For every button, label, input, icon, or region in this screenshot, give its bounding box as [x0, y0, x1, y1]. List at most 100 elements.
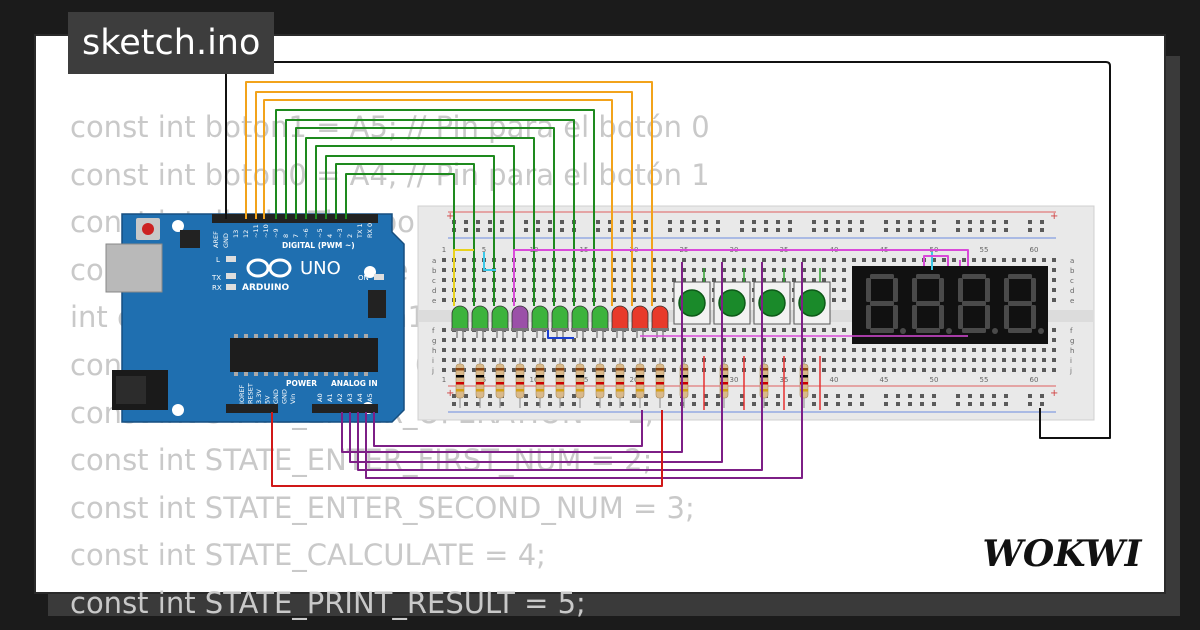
rail-hole — [692, 228, 696, 232]
pin-label-digital: 7 — [292, 234, 300, 238]
rail-hole — [752, 228, 756, 232]
breadboard-hole — [622, 268, 626, 272]
wokwi-logo-text: WOKWI — [982, 533, 1142, 575]
rail-hole — [1004, 228, 1008, 232]
rail-hole — [608, 228, 612, 232]
breadboard-hole — [762, 338, 766, 342]
chip-pin — [314, 334, 318, 338]
wire-green — [345, 173, 455, 306]
breadboard-hole — [892, 258, 896, 262]
led-green[interactable] — [591, 305, 609, 331]
power-header — [226, 404, 278, 413]
led-purple[interactable] — [511, 305, 529, 331]
breadboard-hole — [522, 348, 526, 352]
pushbutton[interactable] — [758, 289, 786, 317]
rail-hole — [620, 402, 624, 406]
breadboard-hole — [982, 368, 986, 372]
breadboard-hole — [802, 258, 806, 262]
breadboard-hole — [992, 368, 996, 372]
pin-label-digital: ~3 — [336, 228, 344, 238]
led-green[interactable] — [451, 305, 469, 331]
column-number: 30 — [730, 376, 739, 384]
rail-hole — [632, 220, 636, 224]
led-rim — [531, 328, 549, 331]
rail-hole — [452, 394, 456, 398]
rail-hole — [956, 220, 960, 224]
led-green[interactable] — [531, 305, 549, 331]
led-green[interactable] — [551, 305, 569, 331]
breadboard-hole — [822, 258, 826, 262]
display-segment — [962, 328, 986, 333]
breadboard-hole — [1022, 368, 1026, 372]
rail-hole — [1004, 402, 1008, 406]
breadboard-hole — [532, 368, 536, 372]
breadboard-hole — [602, 288, 606, 292]
breadboard-hole — [712, 328, 716, 332]
breadboard-hole — [852, 258, 856, 262]
breadboard-hole — [502, 338, 506, 342]
breadboard-hole — [682, 328, 686, 332]
pushbutton[interactable] — [798, 289, 826, 317]
column-number: 55 — [980, 246, 989, 254]
led-green[interactable] — [571, 305, 589, 331]
rail-hole — [740, 394, 744, 398]
breadboard-hole — [782, 348, 786, 352]
breadboard-hole — [442, 368, 446, 372]
led-rim — [511, 328, 529, 331]
breadboard-hole — [842, 358, 846, 362]
chip-pin — [324, 334, 328, 338]
led-red[interactable] — [611, 305, 629, 331]
pin-label-digital: 4 — [326, 234, 334, 238]
resistor-band — [616, 368, 624, 371]
breadboard-hole — [1002, 258, 1006, 262]
breadboard-hole — [542, 268, 546, 272]
reset-button[interactable] — [142, 223, 154, 235]
breadboard-hole — [962, 348, 966, 352]
rail-hole — [524, 402, 528, 406]
led-green[interactable] — [491, 305, 509, 331]
chip-pin — [324, 372, 328, 376]
rail-hole — [980, 228, 984, 232]
row-letter: e — [432, 297, 436, 305]
breadboard-hole — [642, 268, 646, 272]
chip-pin — [244, 334, 248, 338]
mounting-hole — [172, 220, 184, 232]
led-green[interactable] — [471, 305, 489, 331]
led-red[interactable] — [631, 305, 649, 331]
rail-hole — [488, 394, 492, 398]
row-letter: d — [432, 287, 436, 295]
breadboard-hole — [442, 278, 446, 282]
breadboard-hole — [892, 368, 896, 372]
breadboard-hole — [732, 338, 736, 342]
rail-hole — [752, 220, 756, 224]
breadboard-hole — [582, 288, 586, 292]
breadboard-hole — [522, 288, 526, 292]
breadboard-hole — [442, 298, 446, 302]
breadboard-hole — [752, 368, 756, 372]
led-red[interactable] — [651, 305, 669, 331]
breadboard-hole — [832, 348, 836, 352]
breadboard-hole — [792, 348, 796, 352]
display-dp — [992, 328, 998, 334]
resistor-band — [800, 389, 808, 392]
pushbutton[interactable] — [718, 289, 746, 317]
sketch-filename-badge[interactable]: sketch.ino — [68, 12, 275, 74]
breadboard-hole — [622, 298, 626, 302]
breadboard-hole — [542, 258, 546, 262]
rail-hole — [1028, 394, 1032, 398]
breadboard-hole — [992, 348, 996, 352]
pushbutton[interactable] — [678, 289, 706, 317]
resistor-band — [536, 368, 544, 371]
breadboard-hole — [812, 358, 816, 362]
breadboard-hole — [482, 298, 486, 302]
rail-hole — [548, 394, 552, 398]
resistor-band — [556, 368, 564, 371]
breadboard-hole — [632, 368, 636, 372]
breadboard-hole — [442, 258, 446, 262]
breadboard-hole — [842, 278, 846, 282]
arduino-uno[interactable]: DIGITAL (PWM ~)ANALOG INPOWERUNOARDUINOL… — [105, 213, 405, 423]
breadboard-hole — [462, 348, 466, 352]
breadboard-hole — [902, 358, 906, 362]
breadboard-hole — [1022, 258, 1026, 262]
